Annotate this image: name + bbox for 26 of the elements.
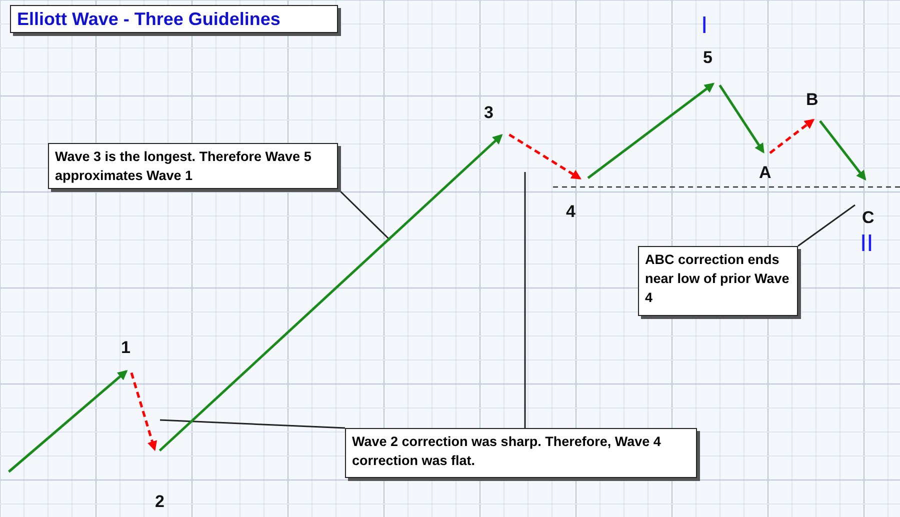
wave-label: A (759, 164, 772, 182)
degree-label: I (701, 14, 708, 38)
wave-arrow (130, 372, 158, 452)
wave-arrow (508, 134, 582, 180)
callout-box: ABC correction ends near low of prior Wave 4 (638, 246, 798, 316)
callout-box: Wave 2 correction was sharp. Therefore, Wave 4 correction was flat. (345, 428, 697, 478)
wave-label: 4 (566, 203, 576, 221)
wave-arrow (8, 370, 128, 473)
leader-line (798, 204, 856, 247)
wave-label: 5 (703, 49, 712, 67)
wave-label: 3 (484, 104, 494, 122)
wave-label: C (862, 209, 874, 227)
wave-arrow (769, 118, 815, 154)
wave-label: 2 (155, 493, 164, 511)
wave-label: B (806, 91, 818, 109)
title-box: Elliott Wave - Three Guidelines (10, 5, 338, 33)
degree-label: II (860, 232, 874, 256)
wave-arrow (718, 84, 764, 154)
callout-box: Wave 3 is the longest. Therefore Wave 5 approximates Wave 1 (48, 143, 338, 189)
wave-arrow (158, 134, 503, 452)
wave-arrow (819, 120, 866, 181)
wave-label: 1 (121, 339, 130, 357)
leader-line (160, 419, 346, 429)
leader-line (337, 188, 391, 241)
wave-arrow (587, 82, 715, 179)
leader-line (524, 172, 526, 428)
